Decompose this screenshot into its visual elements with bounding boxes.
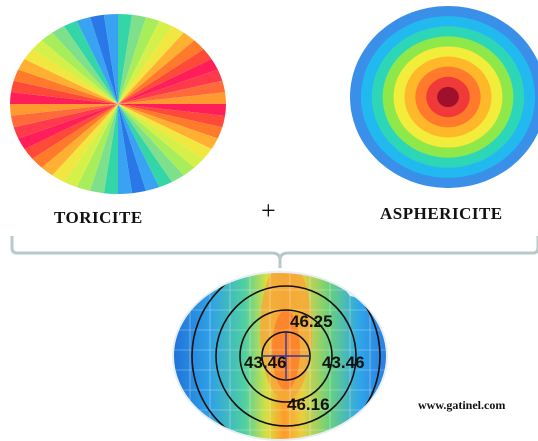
toric-sector (52, 26, 118, 104)
toric-sector (52, 104, 118, 182)
toric-sector (118, 104, 226, 116)
toric-sector (118, 14, 146, 105)
toric-sector (18, 59, 119, 104)
topo-value-bottom: 46.16 (287, 395, 330, 414)
toric-sector (118, 80, 226, 104)
toric-sector (118, 40, 204, 104)
toric-sector (118, 104, 184, 182)
toric-sector (118, 32, 195, 104)
toric-sector (13, 104, 119, 139)
bracket-connector (10, 236, 538, 268)
aspheric-ring (437, 86, 459, 108)
plus-sign: + (261, 196, 276, 225)
toric-sector (76, 17, 118, 105)
toric-sector (118, 104, 133, 194)
toric-sector (32, 104, 118, 168)
toric-sector (118, 26, 184, 104)
toricity-map (10, 14, 226, 194)
toric-sector (118, 17, 160, 105)
topo-value-right: 43.46 (322, 353, 365, 372)
toric-sector (118, 104, 218, 149)
toric-sector (118, 104, 226, 128)
topo-value-top: 46.25 (290, 312, 333, 331)
toric-sector (10, 92, 118, 104)
toric-sector (103, 14, 118, 104)
toric-sector (118, 104, 172, 188)
toric-sector (90, 14, 118, 105)
toric-sector (118, 59, 218, 104)
toric-sector (64, 104, 118, 188)
toric-sector (13, 69, 119, 104)
toric-sector (103, 104, 118, 194)
source-credit: www.gatinel.com (418, 398, 506, 412)
toric-sector (24, 49, 119, 104)
toric-sector (118, 104, 195, 176)
toric-sector (10, 80, 118, 104)
toric-sector (118, 104, 212, 159)
toricite-label: TORICITE (54, 208, 143, 227)
toric-sector (64, 20, 118, 104)
toric-sector (118, 14, 133, 104)
toric-sector (118, 49, 212, 104)
asphericite-label: ASPHERICITE (380, 204, 503, 223)
toric-sector (18, 104, 119, 149)
toric-sector (118, 20, 172, 104)
toric-sector (32, 40, 118, 104)
toric-sector (10, 104, 118, 128)
toric-sector (24, 104, 119, 159)
toric-sector (76, 104, 118, 191)
topography-map: 46.25 43.46 43.46 46.16 (172, 271, 388, 441)
asphericity-map (350, 6, 538, 188)
toric-sector (41, 104, 118, 176)
toric-sector (118, 104, 160, 191)
toric-sector (10, 104, 118, 116)
toric-sector (118, 92, 226, 104)
toric-sector (118, 104, 146, 194)
toric-sector (118, 104, 223, 139)
topo-value-left: 43.46 (244, 353, 287, 372)
toric-sector (118, 104, 204, 168)
toric-sector (41, 32, 118, 104)
toric-sector (90, 104, 118, 194)
toric-sector (118, 69, 223, 104)
